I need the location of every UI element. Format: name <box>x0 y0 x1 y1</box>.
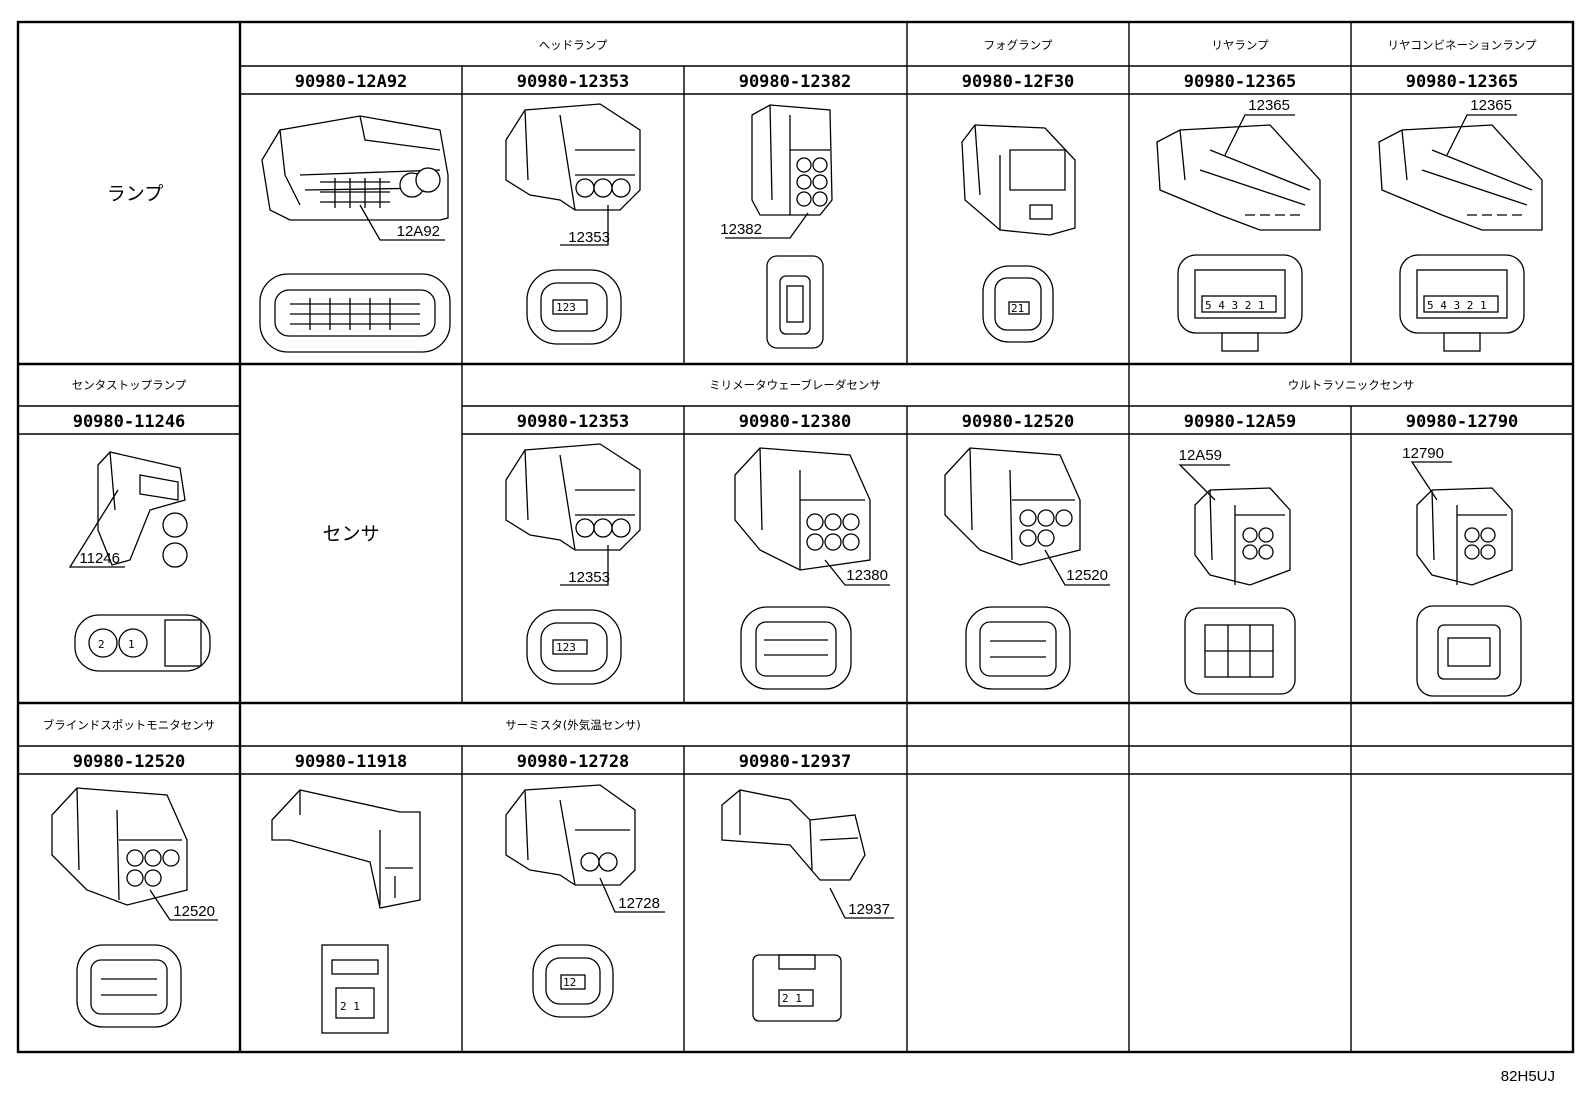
connector-12353-drawing: 12353 123 <box>505 103 641 345</box>
callout-label: 12353 <box>568 569 610 586</box>
section-foglamp: フォグランプ <box>984 38 1053 52</box>
connector-12365-rear-combination-drawing: 12365 5 4 3 2 1 <box>1378 97 1543 352</box>
row-label-lamp: ランプ <box>107 183 163 205</box>
connector-12f30-drawing: 21 <box>961 124 1076 343</box>
callout-label: 11246 <box>79 550 120 567</box>
callout-label: 12520 <box>173 903 215 920</box>
callout-label: 12382 <box>720 221 762 238</box>
connector-12353-mmwave-drawing: 12353 123 <box>505 443 641 685</box>
svg-text:2 1: 2 1 <box>340 1000 360 1013</box>
svg-text:2: 2 <box>98 638 105 651</box>
connector-12382-drawing: 12382 <box>720 104 833 349</box>
part-number: 90980-12520 <box>962 412 1075 432</box>
connector-11918-drawing: 2 1 <box>271 789 421 1034</box>
connector-12365-drawing: 12365 5 4 3 2 1 <box>1156 97 1321 352</box>
section-ultrasonic-sensor: ウルトラソニックセンサ <box>1288 378 1415 392</box>
callout-label: 12380 <box>846 567 888 584</box>
callout-label: 12728 <box>618 895 660 912</box>
connector-12380-drawing: 12380 <box>734 447 890 690</box>
image-code: 82H5UJ <box>1501 1068 1555 1085</box>
part-number: 90980-12520 <box>73 752 186 772</box>
part-number: 90980-12353 <box>517 72 630 92</box>
section-rearlamp: リヤランプ <box>1211 38 1269 52</box>
svg-text:2 1: 2 1 <box>782 992 802 1005</box>
svg-text:5 4 3 2 1: 5 4 3 2 1 <box>1427 299 1487 312</box>
part-number: 90980-12353 <box>517 412 630 432</box>
callout-label: 12790 <box>1402 445 1444 462</box>
svg-text:21: 21 <box>1011 302 1024 315</box>
svg-text:5 4 3 2 1: 5 4 3 2 1 <box>1205 299 1265 312</box>
part-number: 90980-12365 <box>1184 72 1297 92</box>
callout-label: 12365 <box>1248 97 1290 114</box>
section-center-stop-lamp: センタストップランプ <box>72 378 187 392</box>
svg-text:1: 1 <box>128 638 135 651</box>
part-number: 90980-12A59 <box>1184 412 1297 432</box>
part-number: 90980-12382 <box>739 72 852 92</box>
section-blind-spot-monitor-sensor: ブラインドスポットモニタセンサ <box>43 718 216 732</box>
callout-label: 12353 <box>568 229 610 246</box>
section-rear-combination-lamp: リヤコンビネーションランプ <box>1388 38 1537 52</box>
part-number: 90980-12F30 <box>962 72 1075 92</box>
callout-label: 12520 <box>1066 567 1108 584</box>
connector-12a92-drawing: 12A92 <box>259 115 451 353</box>
svg-text:123: 123 <box>556 641 576 654</box>
part-number: 90980-12728 <box>517 752 630 772</box>
callout-label: 12937 <box>848 901 890 918</box>
part-number: 90980-12380 <box>739 412 852 432</box>
svg-text:123: 123 <box>556 301 576 314</box>
connector-12520-blind-spot-drawing: 12520 <box>51 787 218 1028</box>
connector-11246-drawing: 11246 2 1 <box>68 451 211 672</box>
connector-12a59-drawing: 12A59 <box>1178 447 1296 695</box>
connector-12937-drawing: 12937 2 1 <box>721 789 894 1022</box>
callout-label: 12A59 <box>1179 447 1222 464</box>
part-number: 90980-12365 <box>1406 72 1519 92</box>
part-number: 90980-11246 <box>73 412 186 432</box>
section-mmwave-radar-sensor: ミリメータウェーブレーダセンサ <box>709 378 881 392</box>
chart-frame <box>16 20 1575 1054</box>
connector-12790-drawing: 12790 <box>1402 445 1522 697</box>
callout-label: 12365 <box>1470 97 1512 114</box>
section-headlamp: ヘッドランプ <box>539 38 608 52</box>
connector-12728-drawing: 12728 12 <box>505 784 665 1018</box>
part-number: 90980-12937 <box>739 752 852 772</box>
part-number: 90980-12790 <box>1406 412 1519 432</box>
part-number: 90980-11918 <box>295 752 408 772</box>
row-label-sensor: センサ <box>322 523 379 545</box>
svg-text:12: 12 <box>563 976 576 989</box>
callout-label: 12A92 <box>397 223 440 240</box>
part-number: 90980-12A92 <box>295 72 408 92</box>
section-thermistor: サーミスタ(外気温センサ) <box>505 718 640 732</box>
connector-12520-drawing: 12520 <box>944 447 1110 690</box>
